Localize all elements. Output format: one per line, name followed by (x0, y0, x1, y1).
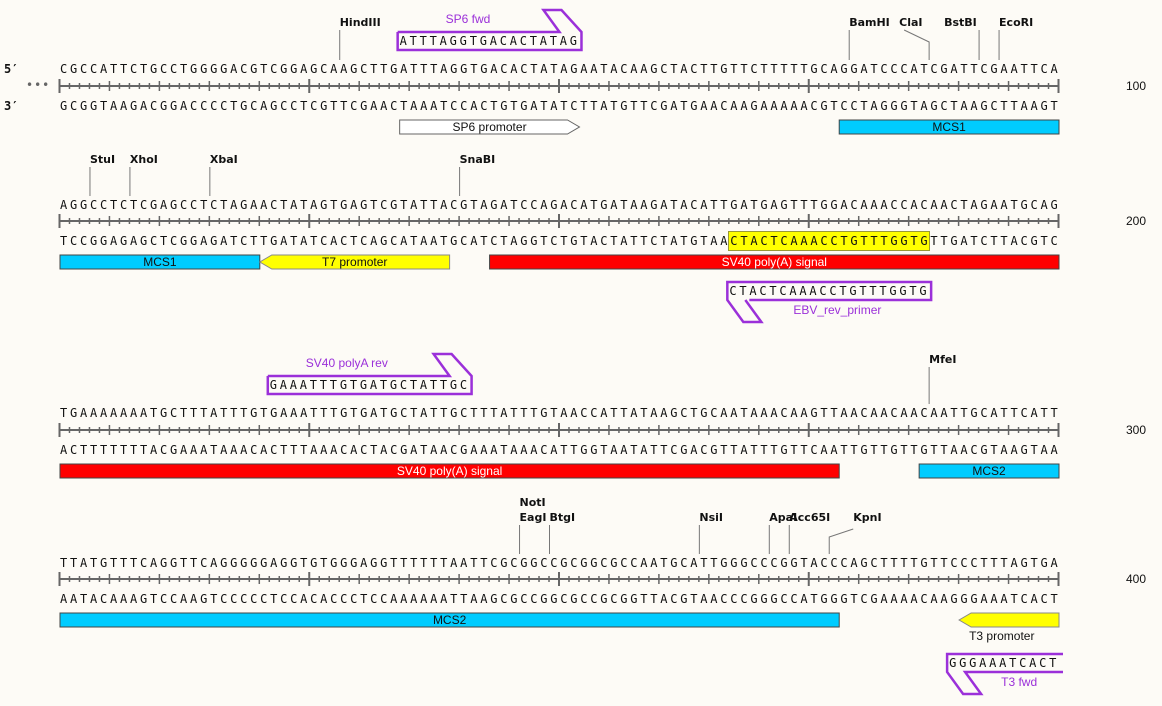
primer-binding-highlight (728, 231, 931, 251)
bottom-strand-sequence[interactable]: GCGGTAAGACGGACCCCTGCAGCCTCGTTCGAACTAAATC… (60, 99, 1061, 113)
primer-sequence[interactable]: CTACTCAAACCTGTTTGGTG (729, 284, 930, 298)
feature-label[interactable]: MCS1 (143, 255, 177, 269)
bottom-strand-sequence[interactable]: ACTTTTTTTACGAAATAAACACTTTAAACACTACGATAAC… (60, 443, 1061, 457)
continuation-dots-icon[interactable]: ••• (26, 78, 51, 92)
feature-arrow-right (399, 119, 581, 135)
feature-label[interactable]: SP6 promoter (452, 120, 527, 134)
primer-name-label[interactable]: SP6 fwd (445, 12, 491, 26)
position-number: 200 (1126, 214, 1147, 228)
feature-bar-mcs (59, 612, 840, 628)
feature-label[interactable]: T7 promoter (322, 255, 388, 269)
bottom-strand-sequence[interactable]: AATACAAAGTCCAAGTCCCCCTCCACACCCTCCAAAAAAT… (60, 592, 1061, 606)
enzyme-label-bstbi[interactable]: BstBI (944, 16, 977, 29)
primer-box (266, 352, 473, 396)
feature-label[interactable]: SV40 poly(A) signal (721, 255, 827, 269)
enzyme-label-kpni[interactable]: KpnI (853, 511, 882, 524)
five-prime-label: 5′ (4, 62, 19, 76)
feature-label[interactable]: MCS1 (932, 120, 966, 134)
position-number: 400 (1126, 572, 1147, 586)
feature-arrow-left (958, 612, 1060, 628)
feature-label[interactable]: MCS2 (432, 613, 467, 627)
feature-bar-mcs (918, 463, 1060, 479)
three-prime-label: 3′ (4, 99, 19, 113)
primer-sequence[interactable]: GAAATTTGTGATGCTATTGC (269, 378, 470, 392)
enzyme-label-apai[interactable]: ApaI (769, 511, 798, 524)
primer-box (726, 280, 933, 324)
enzyme-label-bamhi[interactable]: BamHI (849, 16, 890, 29)
primer-sequence[interactable]: GGGAAATCACT (949, 656, 1060, 670)
primer-box (396, 8, 583, 52)
enzyme-label-acc65i[interactable]: Acc65I (789, 511, 831, 524)
feature-bar-mcs (838, 119, 1060, 135)
primer-box (945, 652, 1063, 696)
top-strand-sequence[interactable]: TTATGTTTCAGGTTCAGGGGGAGGTGTGGGAGGTTTTTTA… (60, 556, 1061, 570)
position-number: 300 (1126, 423, 1147, 437)
position-number: 100 (1126, 79, 1147, 93)
enzyme-label-stui[interactable]: StuI (89, 153, 116, 166)
primer-name-label[interactable]: SV40 polyA rev (305, 356, 388, 370)
enzyme-label-snabi[interactable]: SnaBI (459, 153, 496, 166)
feature-label[interactable]: MCS2 (972, 464, 1006, 478)
enzyme-label-ecori[interactable]: EcoRI (999, 16, 1034, 29)
bottom-strand-sequence[interactable]: TCCGGAGAGCTCGGAGATCTTGATATCACTCAGCATAATG… (60, 234, 1061, 248)
feature-label[interactable]: T3 promoter (969, 629, 1035, 643)
feature-bar-sv40 (489, 254, 1060, 270)
enzyme-label-noti[interactable]: NotI (519, 496, 546, 509)
primer-name-label[interactable]: EBV_rev_primer (793, 303, 882, 317)
primer-name-label[interactable]: T3 fwd (1001, 675, 1038, 689)
top-strand-sequence[interactable]: TGAAAAAAATGCTTTATTTGTGAAATTTGTGATGCTATTG… (60, 406, 1061, 420)
enzyme-site-line (828, 528, 854, 554)
enzyme-site-line (903, 29, 930, 60)
enzyme-label-mfei[interactable]: MfeI (929, 353, 957, 366)
feature-bar-sv40 (59, 463, 840, 479)
enzyme-label-btgi[interactable]: BtgI (549, 511, 576, 524)
feature-label[interactable]: SV40 poly(A) signal (396, 464, 503, 478)
enzyme-label-xbai[interactable]: XbaI (209, 153, 238, 166)
feature-arrow-left (258, 254, 451, 270)
top-strand-sequence[interactable]: AGGCCTCTCGAGCCTCTAGAACTATAGTGAGTCGTATTAC… (60, 198, 1061, 212)
primer-sequence[interactable]: ATTTAGGTGACACTATAG (399, 34, 580, 48)
enzyme-label-hindiii[interactable]: HindIII (339, 16, 381, 29)
enzyme-label-nsii[interactable]: NsiI (699, 511, 723, 524)
enzyme-label-clai[interactable]: ClaI (899, 16, 923, 29)
top-strand-sequence[interactable]: CGCCATTCTGCCTGGGGACGTCGGAGCAAGCTTGATTTAG… (60, 62, 1061, 76)
enzyme-label-eagi[interactable]: EagI (519, 511, 547, 524)
enzyme-label-xhoi[interactable]: XhoI (129, 153, 158, 166)
